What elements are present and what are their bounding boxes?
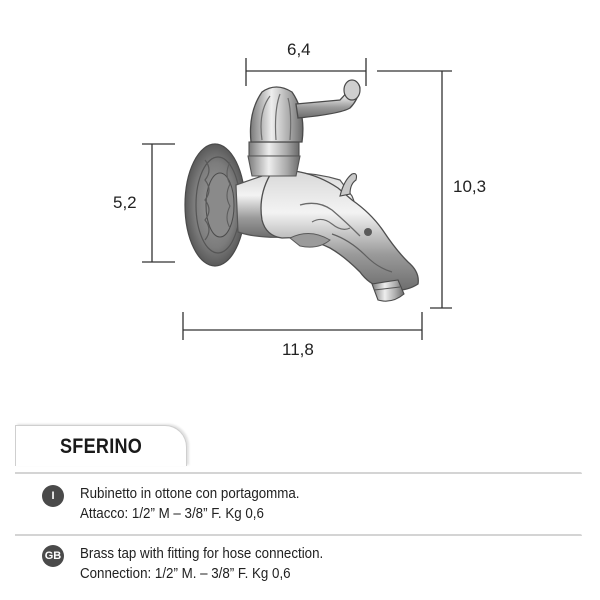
technical-drawing: 6,4 5,2 10,3 11,8 xyxy=(113,40,487,359)
dimension-length-bottom: 11,8 xyxy=(282,340,314,359)
description-line: Brass tap with fitting for hose connecti… xyxy=(80,546,324,562)
product-title-tab: SFERINO xyxy=(15,425,187,466)
description-it: Rubinetto in ottone con portagomma. Atta… xyxy=(80,484,300,524)
dimension-height-right: 10,3 xyxy=(453,177,487,196)
dragon-spout xyxy=(260,169,419,302)
description-gb: Brass tap with fitting for hose connecti… xyxy=(80,544,323,584)
description-line: Connection: 1/2” M. – 3/8” F. Kg 0,6 xyxy=(80,566,291,582)
valve-bonnet xyxy=(247,86,304,177)
dimension-width-top: 6,4 xyxy=(287,40,311,59)
language-badge-gb: GB xyxy=(42,545,64,567)
faucet-drawing xyxy=(142,58,452,340)
dimension-height-left: 5,2 xyxy=(113,193,137,212)
language-badge-it: I xyxy=(42,485,64,507)
description-line: Attacco: 1/2” M – 3/8” F. Kg 0,6 xyxy=(80,506,264,522)
product-name: SFERINO xyxy=(60,435,143,458)
divider-line xyxy=(15,534,582,536)
wall-rosette xyxy=(184,143,246,267)
lever-handle xyxy=(295,79,361,119)
dimension-lines xyxy=(142,58,452,340)
description-line: Rubinetto in ottone con portagomma. xyxy=(80,486,300,502)
divider-line xyxy=(15,472,582,474)
